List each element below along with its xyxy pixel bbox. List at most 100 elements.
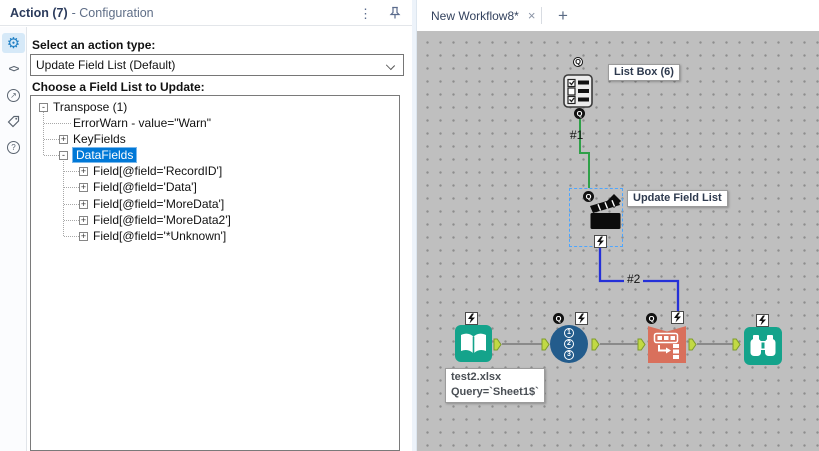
transpose-lightning-anchor[interactable] bbox=[671, 311, 684, 324]
lightning-icon bbox=[759, 315, 766, 326]
collapse-icon[interactable]: - bbox=[39, 102, 48, 112]
tab-divider bbox=[541, 7, 542, 24]
tree-item-label: Field[@field='Data'] bbox=[93, 180, 197, 194]
configuration-header: Action (7) - Configuration ⋮ bbox=[0, 0, 412, 26]
help-icon[interactable]: ? bbox=[2, 137, 25, 157]
connection-1-line[interactable] bbox=[579, 119, 590, 188]
input-data-tool-icon[interactable] bbox=[455, 325, 492, 362]
connection-1-label: #1 bbox=[570, 128, 584, 142]
listbox-question-anchor-bottom[interactable]: Q bbox=[574, 108, 585, 119]
workflow-tab-bar: New Workflow8* × + bbox=[417, 0, 819, 31]
pin-icon[interactable] bbox=[388, 6, 402, 20]
tree-item-label: Field[@field='RecordID'] bbox=[93, 164, 223, 178]
tree-guide bbox=[64, 187, 79, 188]
tag-glyph bbox=[7, 115, 20, 127]
workflow-canvas[interactable]: #1 #2 Q Q List Box (6) Q bbox=[417, 31, 819, 451]
action-type-label: Select an action type: bbox=[32, 38, 156, 52]
tree-item-label: ErrorWarn - value="Warn" bbox=[73, 116, 211, 130]
action-type-value: Update Field List (Default) bbox=[36, 58, 176, 72]
recordid-question-anchor[interactable]: Q bbox=[553, 313, 564, 324]
workflow-tab[interactable]: New Workflow8* × bbox=[417, 0, 545, 31]
browse-tool-icon[interactable] bbox=[744, 327, 782, 365]
configuration-label: - Configuration bbox=[71, 5, 154, 20]
new-workflow-button[interactable]: + bbox=[558, 5, 568, 25]
workflow-tab-label: New Workflow8* bbox=[431, 8, 519, 23]
expand-icon[interactable]: + bbox=[79, 165, 88, 176]
tree-item-field-data[interactable]: + Field[@field='Data'] bbox=[31, 179, 399, 195]
expand-icon[interactable]: + bbox=[59, 133, 68, 144]
expand-icon[interactable]: + bbox=[79, 198, 88, 209]
input-annotation[interactable]: test2.xlsx Query=`Sheet1$` bbox=[445, 368, 545, 403]
lightning-icon bbox=[674, 312, 681, 323]
tree-item-label: Field[@field='MoreData2'] bbox=[93, 213, 231, 227]
input-annotation-line1: test2.xlsx bbox=[451, 371, 502, 383]
field-list-tree[interactable]: - Transpose (1) ErrorWarn - value="Warn"… bbox=[30, 95, 400, 451]
tree-guide bbox=[64, 171, 79, 172]
input-annotation-line2: Query=`Sheet1$` bbox=[451, 386, 539, 398]
number-2-icon: 2 bbox=[564, 339, 574, 349]
tree-guide bbox=[63, 161, 64, 236]
tag-icon[interactable] bbox=[2, 111, 25, 131]
tree-item-field-unknown[interactable]: + Field[@field='*Unknown'] bbox=[31, 228, 399, 244]
recordid-lightning-anchor[interactable] bbox=[575, 312, 588, 325]
tree-item-keyfields[interactable]: + KeyFields bbox=[31, 131, 399, 147]
expand-icon[interactable]: + bbox=[79, 214, 88, 225]
lightning-icon bbox=[578, 313, 585, 324]
tree-item-label: Field[@field='*Unknown'] bbox=[93, 229, 227, 243]
configuration-panel: Action (7) - Configuration ⋮ ⚙ <> ↗ ? Se… bbox=[0, 0, 412, 451]
tree-item-datafields[interactable]: - DataFields bbox=[31, 147, 399, 163]
tree-item-label: Field[@field='MoreData'] bbox=[93, 197, 225, 211]
transpose-output-anchor[interactable] bbox=[688, 338, 697, 351]
open-book-icon bbox=[461, 333, 486, 353]
transpose-question-anchor[interactable]: Q bbox=[646, 313, 657, 324]
transpose-glyph bbox=[653, 332, 679, 359]
field-list-label: Choose a Field List to Update: bbox=[32, 80, 205, 94]
listbox-annotation[interactable]: List Box (6) bbox=[608, 64, 680, 81]
open-example-icon[interactable]: ↗ bbox=[2, 85, 25, 105]
expand-icon[interactable]: + bbox=[79, 230, 88, 241]
lightning-icon bbox=[468, 313, 475, 324]
expand-icon[interactable]: + bbox=[79, 181, 88, 192]
tree-guide bbox=[44, 123, 71, 124]
browse-lightning-anchor[interactable] bbox=[756, 314, 769, 327]
connection-2-label: #2 bbox=[624, 272, 644, 286]
tool-name-label: Action (7) bbox=[10, 5, 68, 20]
browse-input-anchor[interactable] bbox=[732, 338, 741, 351]
tree-guide bbox=[64, 236, 79, 237]
chevron-down-icon bbox=[385, 60, 396, 71]
number-1-icon: 1 bbox=[564, 328, 574, 338]
recordid-tool-icon[interactable]: 1 2 3 bbox=[550, 325, 588, 363]
tree-guide bbox=[64, 204, 79, 205]
tree-item-errorwarn[interactable]: ErrorWarn - value="Warn" bbox=[31, 115, 399, 131]
tree-guide bbox=[44, 139, 59, 140]
xml-code-icon[interactable]: <> bbox=[8, 63, 20, 75]
tree-item-field-moredata[interactable]: + Field[@field='MoreData'] bbox=[31, 196, 399, 212]
recordid-output-anchor[interactable] bbox=[591, 338, 600, 351]
settings-gear-icon[interactable]: ⚙ bbox=[2, 33, 25, 53]
action-lightning-anchor[interactable] bbox=[594, 235, 607, 248]
panel-splitter[interactable] bbox=[412, 0, 417, 451]
binoculars-icon bbox=[750, 335, 776, 356]
tree-item-label: KeyFields bbox=[73, 132, 126, 146]
tree-item-field-recordid[interactable]: + Field[@field='RecordID'] bbox=[31, 163, 399, 179]
listbox-question-anchor-top[interactable]: Q bbox=[573, 57, 583, 67]
tree-item-transpose[interactable]: - Transpose (1) bbox=[31, 99, 399, 115]
input-lightning-anchor[interactable] bbox=[465, 312, 478, 325]
action-question-anchor[interactable]: Q bbox=[583, 191, 594, 202]
collapse-icon[interactable]: - bbox=[59, 150, 68, 160]
config-side-toolbar: ⚙ <> ↗ ? bbox=[0, 27, 27, 451]
kebab-menu-icon[interactable]: ⋮ bbox=[359, 5, 372, 21]
transpose-tool-icon[interactable] bbox=[648, 326, 686, 363]
close-tab-icon[interactable]: × bbox=[527, 8, 536, 23]
transpose-input-anchor[interactable] bbox=[637, 338, 646, 351]
listbox-tool-icon[interactable] bbox=[563, 74, 593, 108]
input-output-anchor[interactable] bbox=[493, 338, 502, 351]
tree-item-field-moredata2[interactable]: + Field[@field='MoreData2'] bbox=[31, 212, 399, 228]
tree-guide bbox=[43, 112, 44, 155]
action-type-dropdown[interactable]: Update Field List (Default) bbox=[30, 54, 404, 76]
tree-item-label: Transpose (1) bbox=[53, 100, 128, 114]
action-annotation[interactable]: Update Field List bbox=[627, 190, 728, 207]
action-tool-icon[interactable] bbox=[587, 193, 625, 233]
tree-guide bbox=[64, 220, 79, 221]
recordid-input-anchor[interactable] bbox=[541, 338, 550, 351]
